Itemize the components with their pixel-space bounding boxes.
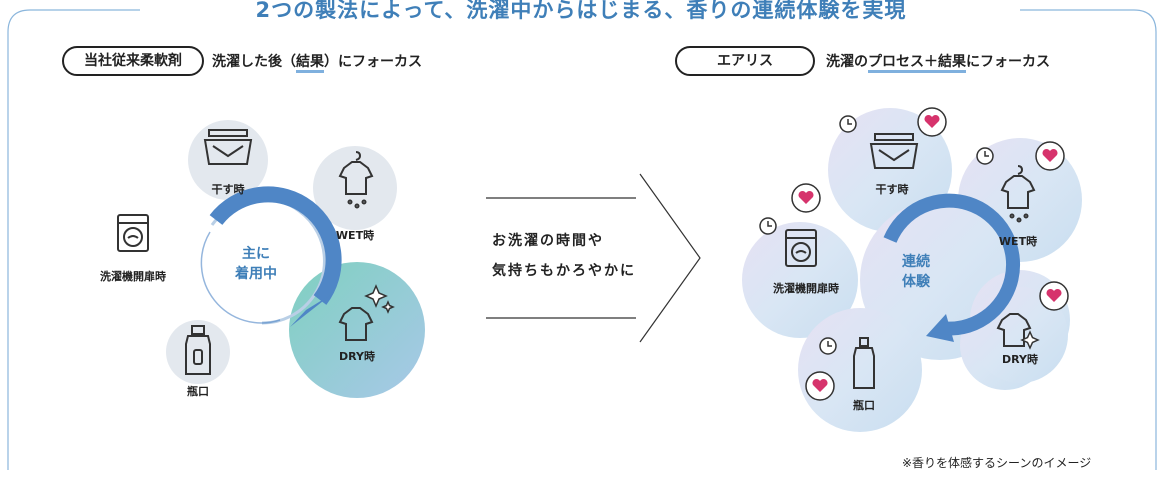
left-center-line1: 主に bbox=[242, 246, 270, 262]
laundry-basket-icon bbox=[869, 133, 919, 169]
left-circle-wet bbox=[313, 146, 397, 230]
clock-icon bbox=[839, 115, 857, 133]
heart-bubble-icon bbox=[1039, 281, 1069, 311]
right-heading-pre: 洗濯の bbox=[826, 54, 868, 70]
middle-line1: お洗濯の時間や bbox=[492, 233, 604, 249]
right-label-bottle: 瓶口 bbox=[853, 399, 875, 412]
right-label-washer: 洗濯機開扉時 bbox=[773, 282, 839, 295]
left-heading-post: ）にフォーカス bbox=[324, 54, 422, 70]
chevron-right-icon bbox=[639, 173, 701, 343]
heart-bubbles bbox=[791, 107, 1069, 401]
right-cycle-arrow bbox=[883, 193, 1020, 342]
left-heading-highlight: 結果 bbox=[296, 54, 324, 73]
heart-bubble-icon bbox=[791, 183, 821, 213]
washing-machine-icon bbox=[117, 214, 149, 252]
right-heading-post: にフォーカス bbox=[966, 54, 1050, 70]
left-center-line2: 着用中 bbox=[235, 266, 277, 282]
right-diagram bbox=[742, 107, 1082, 432]
sparkle-icon bbox=[364, 284, 395, 314]
left-circle-bottle bbox=[166, 320, 230, 384]
bottle-icon bbox=[185, 325, 211, 375]
middle-chevron bbox=[486, 173, 701, 343]
left-cycle-arrow bbox=[200, 186, 342, 327]
right-heading-highlight: プロセス＋結果 bbox=[868, 54, 966, 73]
middle-text: お洗濯の時間や 気持ちもかろやかに bbox=[492, 226, 636, 286]
right-heading: 洗濯のプロセス＋結果にフォーカス bbox=[826, 51, 1050, 73]
dry-tshirt-icon bbox=[338, 307, 374, 341]
laundry-basket-icon bbox=[203, 129, 253, 165]
footnote: ※香りを体感するシーンのイメージ bbox=[902, 456, 1092, 470]
left-label-bottle: 瓶口 bbox=[187, 385, 209, 398]
heart-bubble-icon bbox=[917, 107, 947, 137]
right-center-text: 連続 体験 bbox=[886, 252, 946, 292]
left-heading: 洗濯した後（結果）にフォーカス bbox=[212, 51, 422, 73]
right-label-wet: WET時 bbox=[998, 235, 1038, 248]
left-heading-pre: 洗濯した後（ bbox=[212, 54, 296, 70]
left-diagram bbox=[117, 120, 425, 398]
left-label-washer: 洗濯機開扉時 bbox=[100, 270, 166, 283]
washing-machine-icon bbox=[785, 229, 817, 267]
right-badge: エアリス bbox=[675, 46, 815, 76]
left-badge: 当社従来柔軟剤 bbox=[62, 46, 204, 76]
bottle-icon bbox=[853, 337, 875, 389]
clock-icons bbox=[759, 115, 994, 355]
left-label-dry: DRY時 bbox=[339, 350, 375, 363]
page-title: 2つの製法によって、洗濯中からはじまる、香りの連続体験を実現 bbox=[160, 0, 1002, 24]
right-label-dry-room: 干す時 bbox=[875, 183, 909, 196]
clock-icon bbox=[976, 147, 994, 165]
tshirt-icon bbox=[338, 151, 374, 209]
sparkle-icon bbox=[1020, 330, 1040, 350]
clock-icon bbox=[819, 337, 837, 355]
left-center-text: 主に 着用中 bbox=[226, 244, 286, 284]
right-center-line2: 体験 bbox=[902, 274, 930, 290]
right-label-dry: DRY時 bbox=[1002, 353, 1038, 366]
tshirt-icon bbox=[1000, 165, 1036, 223]
left-circle-dry bbox=[289, 262, 425, 398]
left-label-dry-room: 干す時 bbox=[211, 183, 245, 196]
dry-tshirt-icon bbox=[996, 313, 1032, 347]
left-label-wet: WET時 bbox=[335, 229, 375, 242]
middle-line2: 気持ちもかろやかに bbox=[492, 263, 636, 279]
clock-icon bbox=[759, 217, 777, 235]
heart-bubble-icon bbox=[805, 371, 835, 401]
heart-bubble-icon bbox=[1035, 141, 1065, 171]
right-center-line1: 連続 bbox=[902, 254, 930, 270]
